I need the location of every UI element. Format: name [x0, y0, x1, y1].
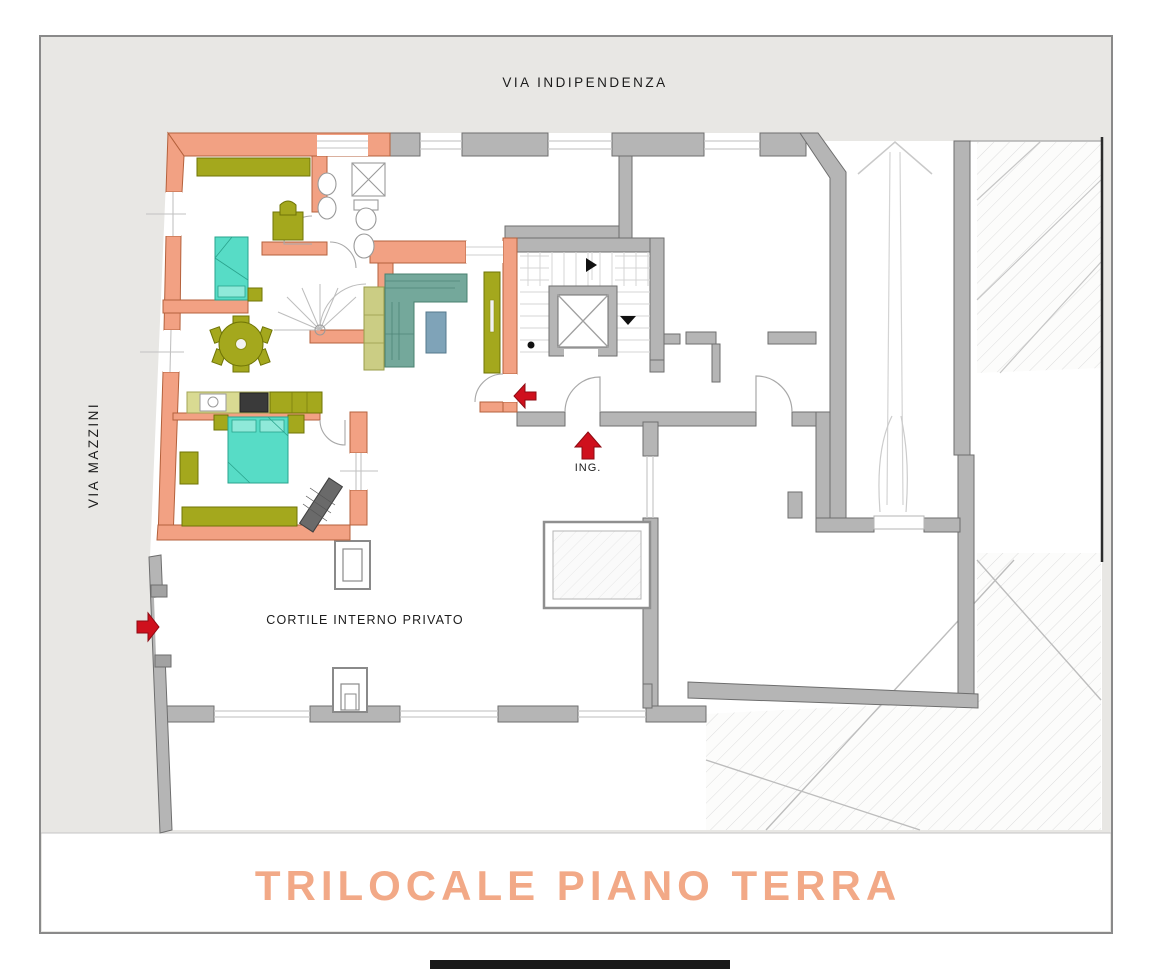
- gate: [873, 515, 925, 530]
- stove: [239, 392, 269, 413]
- courtyard-skylight: [542, 520, 652, 610]
- entrance-arrows: [136, 382, 603, 643]
- stair-start-dot: [527, 341, 535, 349]
- title-band: [42, 833, 1110, 931]
- stair-direction-arrow: [586, 258, 597, 272]
- courtyard-label: CORTILE INTERNO PRIVATO: [266, 613, 464, 627]
- kitchen-counter: [186, 391, 323, 414]
- gate-post: [150, 584, 168, 598]
- sideboard: [363, 286, 385, 371]
- entrance-label: ING.: [575, 462, 602, 474]
- bathroom-fixtures: [317, 162, 386, 259]
- living-room-furniture: [363, 271, 501, 374]
- bedroom-furniture: [179, 414, 344, 533]
- cabinet: [179, 451, 199, 485]
- street-gate-arrow-icon: [136, 611, 160, 643]
- plan-title: TRILOCALE PIANO TERRA: [255, 862, 901, 909]
- tv-screen: [489, 299, 495, 333]
- elevator-cross: [557, 294, 609, 348]
- coffee-table: [425, 311, 447, 354]
- apartment-door-arrow-icon: [513, 382, 537, 410]
- door-swing-arcs: [878, 415, 908, 513]
- furniture: [179, 157, 501, 533]
- stairwell: [520, 252, 650, 358]
- wardrobe: [196, 157, 311, 177]
- driveway: [857, 141, 933, 530]
- hatch-accents-top: [976, 141, 1102, 374]
- shower-cross: [351, 162, 386, 197]
- window-lines: [214, 140, 924, 718]
- street-gate-opening: [154, 596, 168, 657]
- toilet: [355, 207, 377, 231]
- hatch-area-bottom-right: [706, 553, 1101, 830]
- pillar: [787, 491, 803, 519]
- bidet: [353, 233, 375, 259]
- bench: [298, 477, 344, 533]
- hall-doors: [564, 375, 793, 413]
- kitchen-sink: [199, 393, 227, 412]
- nightstand: [287, 414, 305, 434]
- pillow: [231, 419, 257, 433]
- sink: [317, 172, 337, 196]
- elevator-door: [564, 349, 598, 358]
- apartment-windows: [140, 135, 517, 490]
- elevator-shaft: [548, 285, 618, 357]
- driveway-chevron: [857, 141, 933, 175]
- wardrobe: [181, 506, 298, 527]
- desk-chair: [279, 200, 297, 216]
- nightstand: [213, 414, 229, 431]
- sink: [317, 196, 337, 220]
- stair-direction-arrow: [620, 316, 636, 325]
- gate-post: [154, 654, 172, 668]
- spiral-staircase: [274, 283, 367, 336]
- street-label-left: VIA MAZZINI: [86, 402, 101, 508]
- pillow: [259, 419, 285, 433]
- corner-sofa: [384, 273, 468, 368]
- bottom-bar: [430, 960, 730, 969]
- desk: [272, 211, 304, 241]
- main-entrance-arrow-icon: [573, 431, 603, 460]
- pillow: [217, 285, 246, 298]
- hatch-area-top-right: [977, 142, 1101, 373]
- dining-table: [209, 315, 273, 373]
- slanted-wall: [687, 681, 979, 709]
- nightstand: [247, 287, 263, 302]
- shaft-structures: [332, 540, 371, 713]
- street-label-top: VIA INDIPENDENZA: [502, 75, 667, 90]
- neighbour-hatch-areas: [705, 137, 1104, 831]
